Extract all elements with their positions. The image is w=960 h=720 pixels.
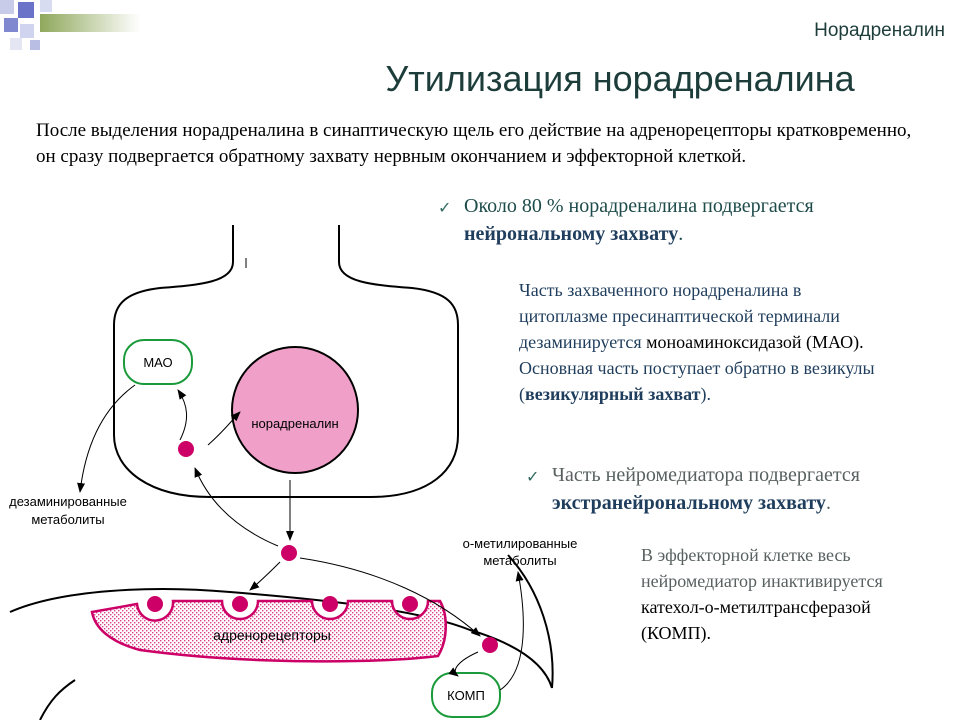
note-vesicular-line5c: ).	[700, 384, 711, 404]
na-molecule-cytoplasm	[178, 441, 194, 457]
note-vesicular-line2: цитоплазме пресинаптической терминали	[519, 306, 840, 326]
note-vesicular-line1: Часть захваченного норадреналина в	[519, 280, 802, 300]
deaminated-label-line2: метаболиты	[31, 512, 104, 527]
receptor-bound-dots	[147, 596, 418, 612]
effector-membrane-right	[507, 554, 554, 689]
note-comt-line2: нейромедиатор инактивируется	[641, 571, 883, 591]
bullet-extraneuronal-text: Часть нейромедиатора подвергается	[552, 464, 860, 486]
note-vesicular-bold: везикулярный захват	[525, 384, 701, 404]
comp-label: КОМП	[447, 688, 485, 703]
check-icon: ✓	[438, 198, 452, 217]
note-comt-line3: катехол-о-метилтрансферазой	[641, 597, 871, 617]
flow-arrows	[77, 384, 524, 691]
deaminated-label-line1: дезаминированные	[9, 494, 127, 509]
bullet-extraneuronal: ✓ Часть нейромедиатора подвергается экст…	[526, 461, 946, 517]
arrow-to-comp	[448, 651, 479, 677]
na-molecule-effector	[482, 637, 498, 653]
arrow-into-vesicle	[207, 411, 241, 446]
methylated-label-line1: о-метилированные	[463, 536, 578, 551]
methylated-label-line2: метаболиты	[483, 553, 556, 568]
vesicle-label: норадреналин	[251, 416, 338, 431]
arrow-to-methylated	[499, 571, 524, 691]
mao-label: МАО	[143, 355, 172, 370]
note-vesicular-line3a: дезаминируется	[519, 332, 642, 352]
arrow-to-mao	[177, 389, 187, 441]
arrow-to-effector	[299, 557, 481, 637]
bullet-neuronal-text: Около 80 % норадреналина подвергается	[464, 195, 814, 217]
vesicle	[231, 346, 359, 474]
note-comt-line1: В эффекторной клетке весь	[641, 545, 851, 565]
page-title: Утилизация норадреналина	[385, 58, 855, 99]
check-icon: ✓	[526, 467, 540, 486]
receptors-label: адренорецепторы	[213, 627, 331, 643]
bullet-neuronal-bold: нейрональному захвату	[464, 223, 679, 245]
note-vesicular: Часть захваченного норадреналина в цитоп…	[519, 277, 949, 407]
note-vesicular-line3b: моноаминоксидазой (МАО).	[646, 332, 864, 352]
bullet-extraneuronal-bold: экстранейрональному захвату	[552, 492, 826, 514]
bullet-neuronal-end: .	[678, 223, 684, 245]
section-label: Норадреналин	[814, 20, 945, 41]
note-comt-line4: (КОМП).	[641, 623, 712, 643]
na-molecule-cleft	[281, 545, 297, 561]
comp-box	[431, 672, 501, 718]
note-vesicular-line4: Основная часть поступает обратно в везик…	[519, 358, 875, 378]
arrow-to-receptors	[249, 561, 281, 591]
bullet-extraneuronal-end: .	[825, 492, 831, 514]
corner-decoration	[0, 0, 140, 50]
note-comt: В эффекторной клетке весь нейромедиатор …	[641, 542, 941, 646]
bullet-neuronal: ✓ Около 80 % норадреналина подвергается …	[438, 192, 938, 248]
mao-box	[123, 339, 193, 385]
receptor-band	[90, 599, 447, 663]
arrow-reuptake	[194, 467, 279, 547]
arrow-to-deaminated	[77, 384, 136, 493]
note-vesicular-line5a: (	[519, 384, 525, 404]
effector-membrane-lower	[39, 679, 76, 720]
intro-paragraph: После выделения норадреналина в синаптич…	[36, 120, 912, 167]
